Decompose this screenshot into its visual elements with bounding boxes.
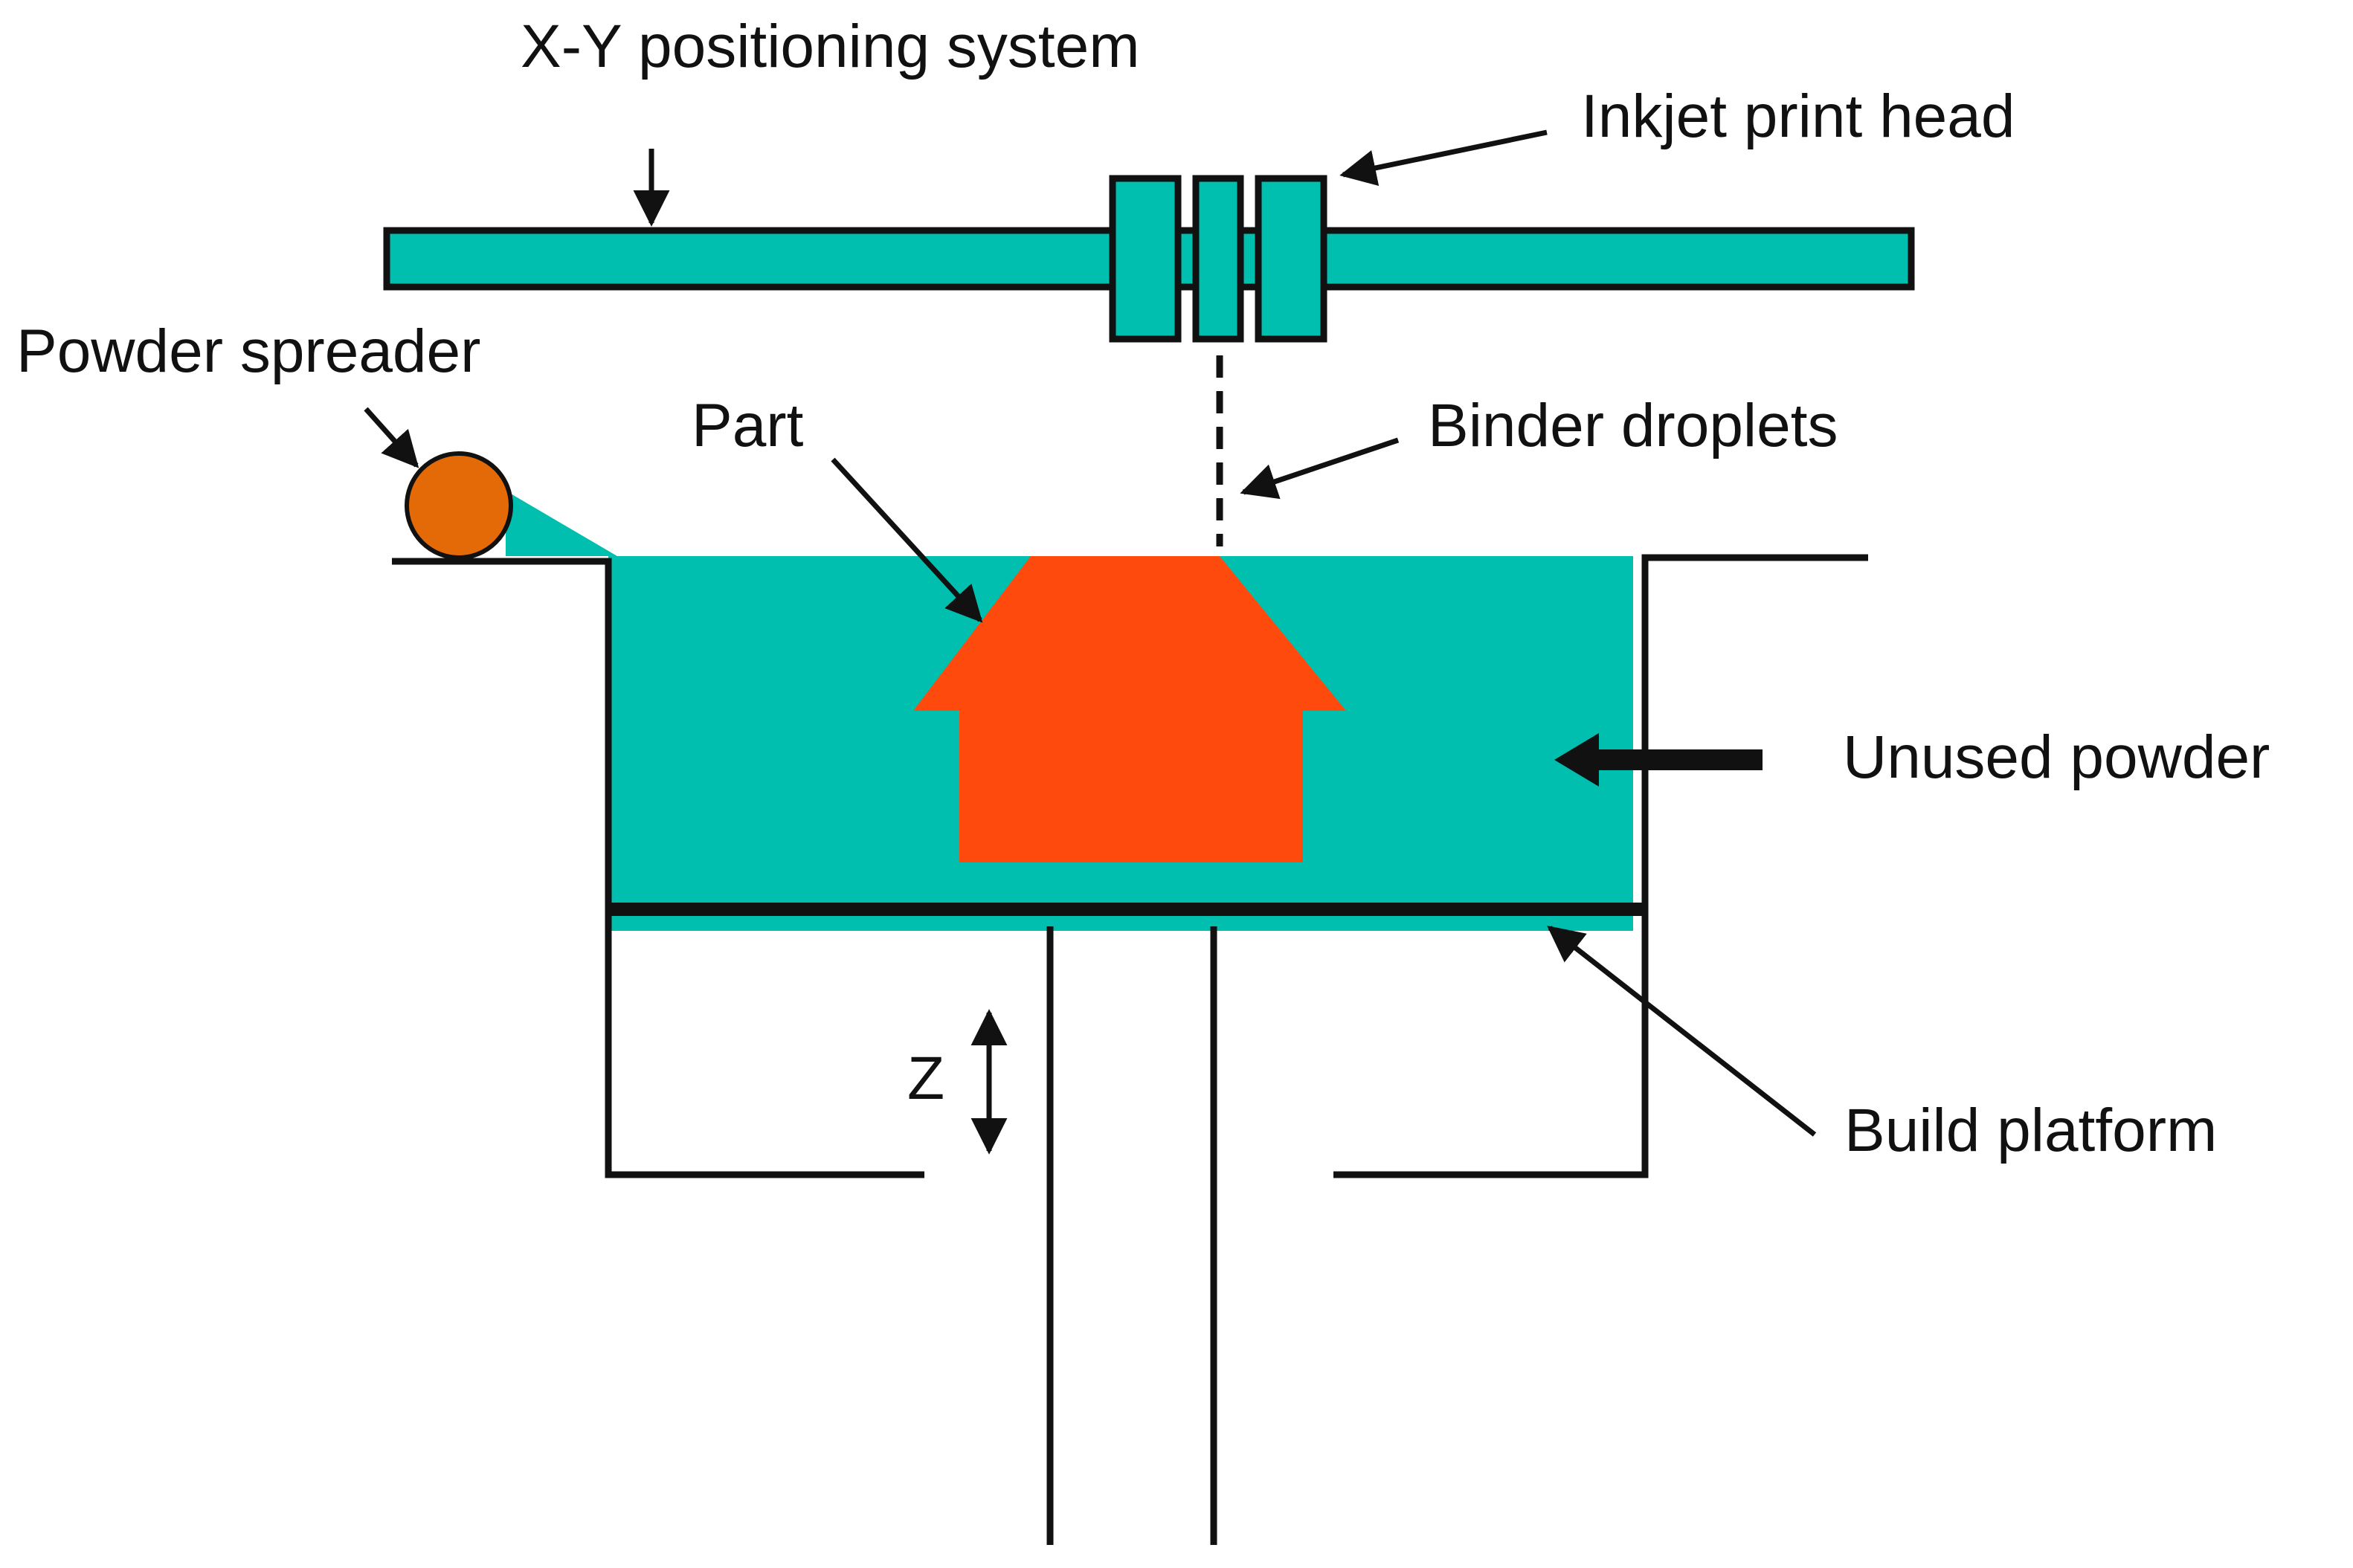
spreader-arrow [364,407,419,468]
powder-spreader-roller [405,451,513,560]
binder-arrow [1240,437,1400,500]
platform-underside-powder [608,916,1633,931]
part-arrow [831,457,983,623]
part-shape [913,556,1346,862]
spread-powder-pile [506,491,617,556]
label-inkjet-print-head: Inkjet print head [1581,83,2015,150]
label-binder-droplets: Binder droplets [1428,392,1838,459]
build-platform [605,903,1648,916]
leader-arrows [364,129,1817,1137]
unused-powder-arrow [1554,733,1763,787]
piston-shaft [1046,926,1217,1545]
label-xy-positioning-system: X-Y positioning system [521,13,1140,80]
label-powder-spreader: Powder spreader [16,317,480,385]
label-part: Part [692,392,804,459]
label-build-platform: Build platform [1844,1097,2217,1164]
print-head-arrow [1339,129,1548,187]
build-platform-arrow [1547,925,1817,1137]
machine-frame [392,554,1868,1178]
inkjet-print-head [1109,175,1327,343]
label-z-axis: Z [907,1045,944,1112]
label-unused-powder: Unused powder [1843,723,2270,791]
